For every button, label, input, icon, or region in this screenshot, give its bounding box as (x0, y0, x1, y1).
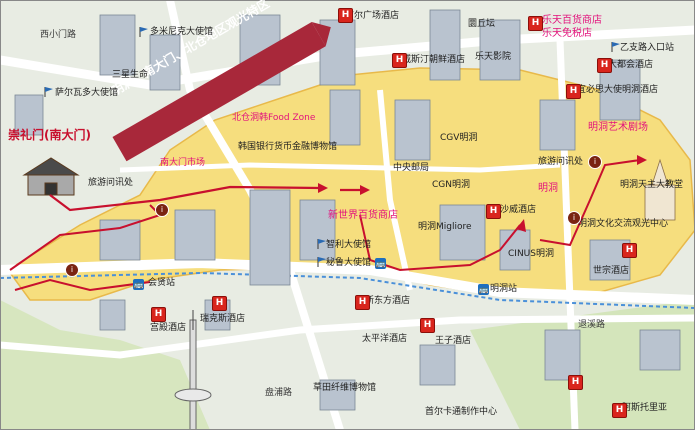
hotel-pin-icon[interactable]: H (597, 58, 612, 73)
daedo-hotel-label[interactable]: 大都会酒店 (608, 60, 654, 70)
myeongdong-area-label[interactable]: 明洞 (538, 183, 558, 194)
lotte-duty-label[interactable]: 乐天免税店 (542, 28, 592, 39)
seoul-plaza-hotel-label[interactable]: 首尔广场酒店 (345, 11, 400, 21)
euljiro-exit-label[interactable]: 乙支路入口站 (620, 43, 675, 53)
cgv-label[interactable]: CGV明洞 (440, 133, 478, 143)
samsung-life-label[interactable]: 三星生命 (112, 70, 149, 80)
shinsegae-label[interactable]: 新世界百货商店 (328, 210, 398, 221)
flag-marker-icon (611, 42, 620, 52)
hotel-pin-icon[interactable]: H (392, 53, 407, 68)
hotel-pin-icon[interactable]: H (420, 318, 435, 333)
salvador-embassy-label[interactable]: 萨尔瓦多大使馆 (55, 88, 119, 98)
buam-road-label: 盘浦路 (265, 388, 293, 398)
wonseok-label[interactable]: 圜丘坛 (468, 19, 496, 29)
sejong-hotel-label[interactable]: 世宗酒店 (593, 266, 630, 276)
cgn-label[interactable]: CGN明洞 (432, 180, 470, 190)
district-banner-shape (112, 22, 331, 162)
pacific-hotel-label[interactable]: 太平洋酒店 (362, 334, 408, 344)
info-marker-icon[interactable]: i (567, 211, 581, 225)
westin-hotel-label[interactable]: 威斯汀朝鲜酒店 (402, 55, 466, 65)
palace-hotel-label[interactable]: 宫殿酒店 (150, 323, 187, 333)
mexico-embassy-label[interactable]: 多米尼克大使馆 (150, 27, 214, 37)
flag-marker-icon (317, 257, 326, 267)
info-marker-icon[interactable]: i (155, 203, 169, 217)
cinus-label[interactable]: CINUS明洞 (508, 249, 554, 259)
food-zone-label[interactable]: 北仓洞韩Food Zone (232, 113, 316, 123)
hotel-pin-icon[interactable]: H (612, 403, 627, 418)
flag-marker-icon (139, 27, 148, 37)
flag-marker-icon (317, 239, 326, 249)
hotel-pin-icon[interactable]: H (568, 375, 583, 390)
hotel-pin-icon[interactable]: H (212, 296, 227, 311)
flag-marker-icon (44, 87, 53, 97)
hotel-pin-icon[interactable]: H (151, 307, 166, 322)
bus-stop-icon[interactable]: 🚌 (133, 279, 144, 290)
savoy-hotel-label[interactable]: 沙威酒店 (500, 205, 537, 215)
seoul-center-label[interactable]: 首尔卡通制作中心 (425, 407, 498, 417)
hotel-pin-icon[interactable]: H (486, 204, 501, 219)
migliore-label[interactable]: 明洞Migliore (418, 222, 472, 232)
info-marker-icon[interactable]: i (65, 263, 79, 277)
lotte-cinema-label[interactable]: 乐天影院 (475, 52, 512, 62)
hotel-pin-icon[interactable]: H (355, 295, 370, 310)
secret-hotel-label[interactable]: 秘鲁大使馆 (326, 258, 372, 268)
culture-center-label[interactable]: 明洞文化交流观光中心 (578, 219, 669, 229)
hoehyeon-station-label[interactable]: 会贤站 (148, 278, 176, 288)
prince-hotel-2-label[interactable]: 王子酒店 (435, 336, 472, 346)
cathedral-label[interactable]: 明洞天主大教堂 (620, 180, 684, 190)
namsan-museum-label[interactable]: 草田纤维博物馆 (313, 383, 377, 393)
bok-museum-label[interactable]: 韩国银行货币金融博物馆 (238, 142, 338, 152)
new-oriental-hotel-label[interactable]: 新东方酒店 (365, 296, 411, 306)
pacific-hotel-2-label[interactable]: 阿斯托里亚 (622, 403, 668, 413)
tourist-info-2-label[interactable]: 旅游问讯处 (538, 157, 584, 167)
hotel-pin-icon[interactable]: H (566, 84, 581, 99)
central-post-label[interactable]: 中央邮局 (393, 163, 430, 173)
bus-stop-icon[interactable]: 🚌 (375, 258, 386, 269)
tourist-info-1-label[interactable]: 旅游问讯处 (88, 178, 134, 188)
hotel-pin-icon[interactable]: H (338, 8, 353, 23)
bus-stop-icon[interactable]: 🚌 (478, 284, 489, 295)
hotel-pin-icon[interactable]: H (528, 16, 543, 31)
art-theater-label[interactable]: 明洞艺术剧场 (588, 122, 648, 133)
info-marker-icon[interactable]: i (588, 155, 602, 169)
prince-hotel-label[interactable]: 瑞克斯酒店 (200, 314, 246, 324)
toegye-road-label: 退溪路 (578, 320, 606, 330)
myeongdong-station-label[interactable]: 明洞站 (490, 284, 518, 294)
uae-embassy-label[interactable]: 宜必思大使明洞酒店 (577, 85, 659, 95)
lotte-dept-label[interactable]: 乐天百货商店 (542, 15, 602, 26)
hotel-pin-icon[interactable]: H (622, 243, 637, 258)
namdaemun-market-label[interactable]: 南大门市场 (160, 158, 206, 168)
xiaomen-road-label: 西小门路 (40, 30, 77, 40)
jiri-building-label[interactable]: 智利大使馆 (326, 240, 372, 250)
namdaemun-gate-label[interactable]: 崇礼门(南大门) (8, 128, 91, 142)
